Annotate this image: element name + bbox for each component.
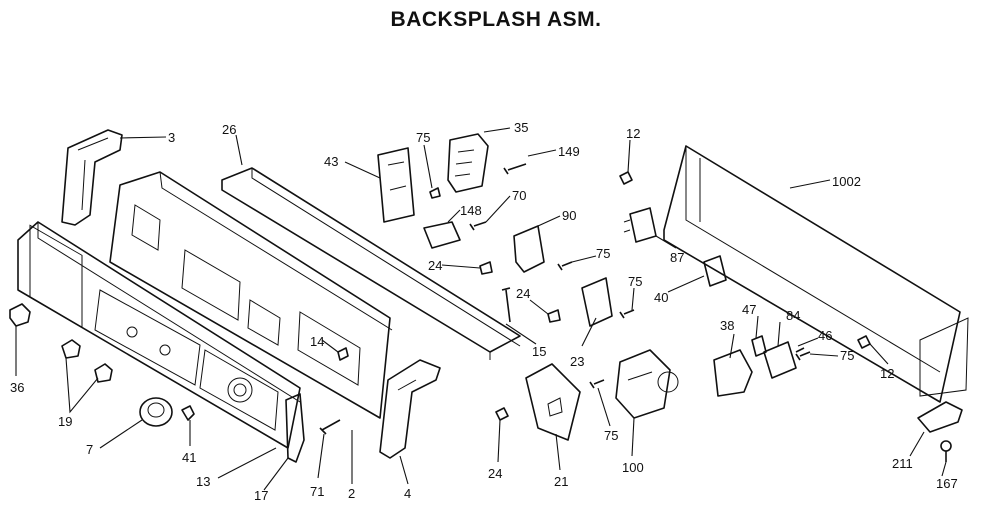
part-14-fastener [337,347,349,361]
part-87-switch [623,207,657,243]
callout-47: 47 [742,302,756,317]
part-90-bracket [513,225,545,273]
callout-12-a: 12 [626,126,640,141]
part-41-clip [181,405,195,421]
part-3-end-bracket [61,129,123,226]
callout-24-a: 24 [428,258,442,273]
callout-24-b: 24 [516,286,530,301]
callout-2: 2 [348,486,355,501]
callout-75-c: 75 [628,274,642,289]
callout-13: 13 [196,474,210,489]
leader-lines [15,127,947,491]
callout-23: 23 [570,354,584,369]
callout-75-a: 75 [416,130,430,145]
callout-75-b: 75 [596,246,610,261]
part-40-switch [703,255,727,287]
callout-19: 19 [58,414,72,429]
callout-12-b: 12 [880,366,894,381]
callout-14: 14 [310,334,324,349]
callout-70: 70 [512,188,526,203]
part-75-screw-a [429,187,441,199]
callout-4: 4 [404,486,411,501]
callout-36: 36 [10,380,24,395]
callout-75-e: 75 [604,428,618,443]
callout-84: 84 [786,308,800,323]
callout-21: 21 [554,474,568,489]
callout-1002: 1002 [832,174,861,189]
callout-100: 100 [622,460,644,475]
callout-90: 90 [562,208,576,223]
part-75-screw-e [589,379,605,389]
part-24-screw-b [547,309,561,323]
part-148-bracket [423,221,461,249]
callout-148: 148 [460,203,482,218]
callout-46: 46 [818,328,832,343]
diagram-title: BACKSPLASH ASM. [390,8,602,31]
callout-24-c: 24 [488,466,502,481]
part-15-long-screw [501,287,511,323]
part-75-screw-c [619,309,635,319]
part-167-screw [940,440,952,462]
part-7-dial-knob [139,397,173,427]
callout-71: 71 [310,484,324,499]
callout-17: 17 [254,488,268,503]
callout-43: 43 [324,154,338,169]
part-1002-rear-channel [663,145,969,403]
part-211-bracket [917,401,963,433]
callout-labels: 3 26 43 75 35 149 12 1002 148 70 90 87 2… [10,120,958,503]
callout-167: 167 [936,476,958,491]
callout-3: 3 [168,130,175,145]
part-19-knobs [61,339,113,383]
part-23-bracket [581,277,613,327]
part-36-knob [9,303,31,327]
part-75-screw-b [557,261,573,271]
part-46-fastener [795,347,805,353]
part-24-screw-a [479,261,493,275]
part-35-connector [447,133,489,193]
part-26-top-cover [221,167,521,360]
part-43-bracket-plate [377,147,415,223]
callout-38: 38 [720,318,734,333]
part-71-screw [319,419,341,435]
callout-87: 87 [670,250,684,265]
part-75-screw-d [795,351,811,361]
part-149-screw [503,163,527,175]
part-4-end-bracket [379,359,441,459]
callout-41: 41 [182,450,196,465]
callout-26: 26 [222,122,236,137]
callout-40: 40 [654,290,668,305]
callout-7: 7 [86,442,93,457]
part-2-backsplash-housing [109,171,393,419]
part-17-bracket [285,393,305,463]
callout-35: 35 [514,120,528,135]
part-100-timer [615,349,679,419]
part-12-clip-a [619,171,633,185]
callout-149: 149 [558,144,580,159]
part-24-screw-c [495,407,509,421]
part-13-control-panel [17,221,301,449]
part-38-switch [713,349,753,397]
callout-211: 211 [892,456,913,471]
part-12-clip-b [857,335,871,349]
callout-75-d: 75 [840,348,854,363]
part-21-circuit-board [525,363,581,441]
part-84-switch [763,341,797,379]
part-70-screw [469,221,487,231]
callout-15: 15 [532,344,546,359]
